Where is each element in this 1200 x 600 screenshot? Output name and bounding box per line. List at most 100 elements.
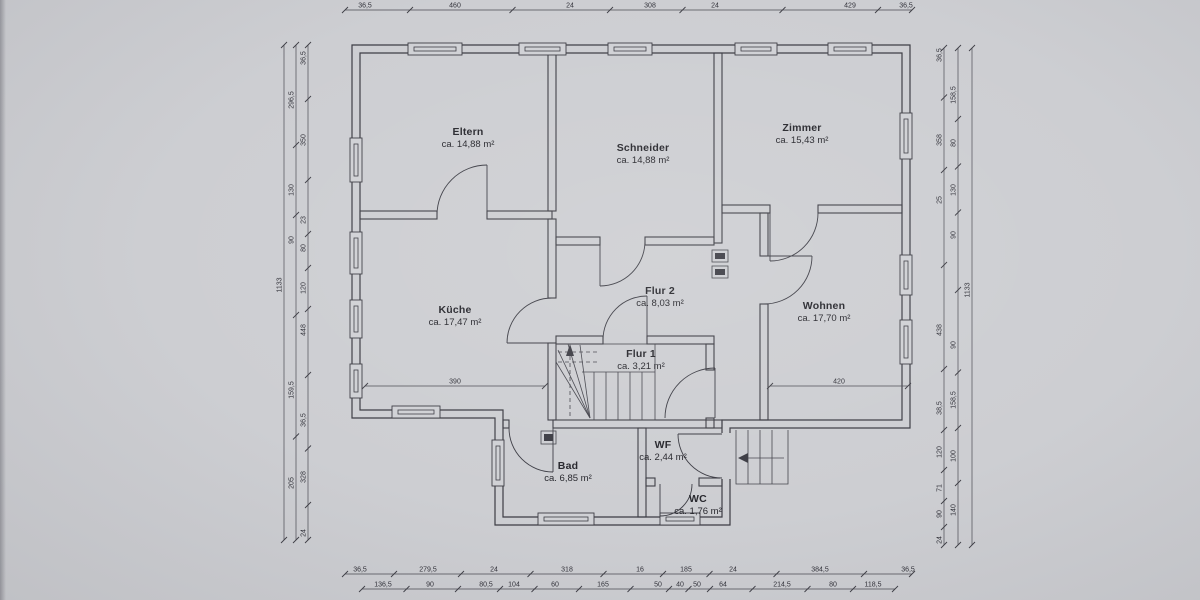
dimension-label: 90 <box>951 341 958 349</box>
dimension-label: 36,5 <box>901 567 915 574</box>
dimension-label: 38,5 <box>937 401 944 415</box>
dimension-label: 24 <box>566 3 574 10</box>
interior-walls <box>359 52 903 518</box>
dimension-label: 460 <box>449 3 461 10</box>
dimension-label: 429 <box>844 3 856 10</box>
window <box>899 112 913 160</box>
doors <box>436 164 819 517</box>
dimension-label: 50 <box>654 582 662 589</box>
dimension-label: 318 <box>561 567 573 574</box>
window <box>349 137 363 183</box>
dimension-label: 80 <box>829 582 837 589</box>
dimension-label: 279,5 <box>419 567 437 574</box>
dimension-label: 1133 <box>277 277 284 292</box>
dimension-label: 350 <box>301 134 308 146</box>
stair-up-arrow <box>566 344 574 356</box>
dimension-label: 80 <box>301 244 308 252</box>
dimension-label: 390 <box>449 379 461 386</box>
window <box>407 42 463 56</box>
window <box>349 231 363 275</box>
dimension-label: 60 <box>551 582 559 589</box>
dimension-label: 158,5 <box>951 391 958 409</box>
window <box>491 439 505 487</box>
dimension-label: 140 <box>951 504 958 516</box>
dimension-chain: 36,5 460 24 308 24 429 36,5 <box>341 3 916 14</box>
dimension-label: 384,5 <box>811 567 829 574</box>
dimension-label: 36,5 <box>937 48 944 62</box>
window <box>734 42 778 56</box>
dimension-label: 24 <box>490 567 498 574</box>
dimension-label: 358 <box>937 134 944 146</box>
dimension-label: 36,5 <box>301 51 308 65</box>
dimension-label: 24 <box>711 3 719 10</box>
dimension-label: 80 <box>951 139 958 147</box>
dimension-label: 120 <box>301 282 308 294</box>
dimension-label: 24 <box>937 536 944 544</box>
dimension-label: 36,5 <box>899 3 913 10</box>
dimension-label: 90 <box>951 231 958 239</box>
dimension-label: 1133 <box>965 282 972 297</box>
dimension-label: 296,5 <box>289 91 296 109</box>
staircase <box>555 343 656 421</box>
dimension-label: 214,5 <box>773 582 791 589</box>
hatched-wall <box>555 335 604 345</box>
door-eltern <box>436 164 488 216</box>
door-entrance <box>677 433 731 479</box>
dimension-label: 165 <box>597 582 609 589</box>
dimension-chain: 390 <box>361 379 549 390</box>
dimension-label: 130 <box>289 184 296 196</box>
dimension-label: 90 <box>426 582 434 589</box>
door-wohnen <box>763 255 813 305</box>
dimension-label: 120 <box>937 446 944 458</box>
dimension-label: 80,5 <box>479 582 493 589</box>
duct-shafts <box>540 249 729 445</box>
dimension-label: 90 <box>289 236 296 244</box>
dimension-label: 136,5 <box>374 582 392 589</box>
dimension-label: 420 <box>833 379 845 386</box>
dimension-label: 36,5 <box>358 3 372 10</box>
entrance-steps <box>735 430 789 485</box>
window <box>827 42 873 56</box>
dimension-label: 50 <box>693 582 701 589</box>
window <box>349 299 363 339</box>
dimension-label: 158,5 <box>951 86 958 104</box>
dimension-label: 36,5 <box>353 567 367 574</box>
window <box>899 319 913 365</box>
window <box>659 512 701 526</box>
dimension-label: 328 <box>301 471 308 483</box>
dimension-label: 438 <box>937 324 944 336</box>
dimension-chain: 420 <box>766 379 912 390</box>
dimension-label: 71 <box>937 484 944 492</box>
door-schneider <box>599 240 646 287</box>
dimension-label: 104 <box>508 582 520 589</box>
window <box>349 363 363 399</box>
dimension-chain: 36,5 350 23 80 120 448 36,5 328 24 <box>301 41 312 544</box>
dimension-label: 36,5 <box>301 413 308 427</box>
dimension-chain: 1133 <box>277 41 288 544</box>
door-wc <box>659 483 693 517</box>
dimension-label: 100 <box>951 450 958 462</box>
window <box>518 42 567 56</box>
windows <box>349 42 913 526</box>
dimension-chain: 1133 <box>965 44 976 549</box>
door-zimmer <box>769 212 819 262</box>
dimension-label: 24 <box>301 529 308 537</box>
window <box>899 254 913 296</box>
dimension-label: 308 <box>644 3 656 10</box>
dimension-label: 23 <box>301 216 308 224</box>
steps-arrow <box>738 453 748 463</box>
window <box>607 42 653 56</box>
dimension-label: 185 <box>680 567 692 574</box>
dimension-label: 25 <box>937 196 944 204</box>
page-edge-shadow <box>0 0 6 600</box>
dimension-label: 40 <box>676 582 684 589</box>
door-flur1 <box>664 367 716 419</box>
dimension-label: 448 <box>301 324 308 336</box>
